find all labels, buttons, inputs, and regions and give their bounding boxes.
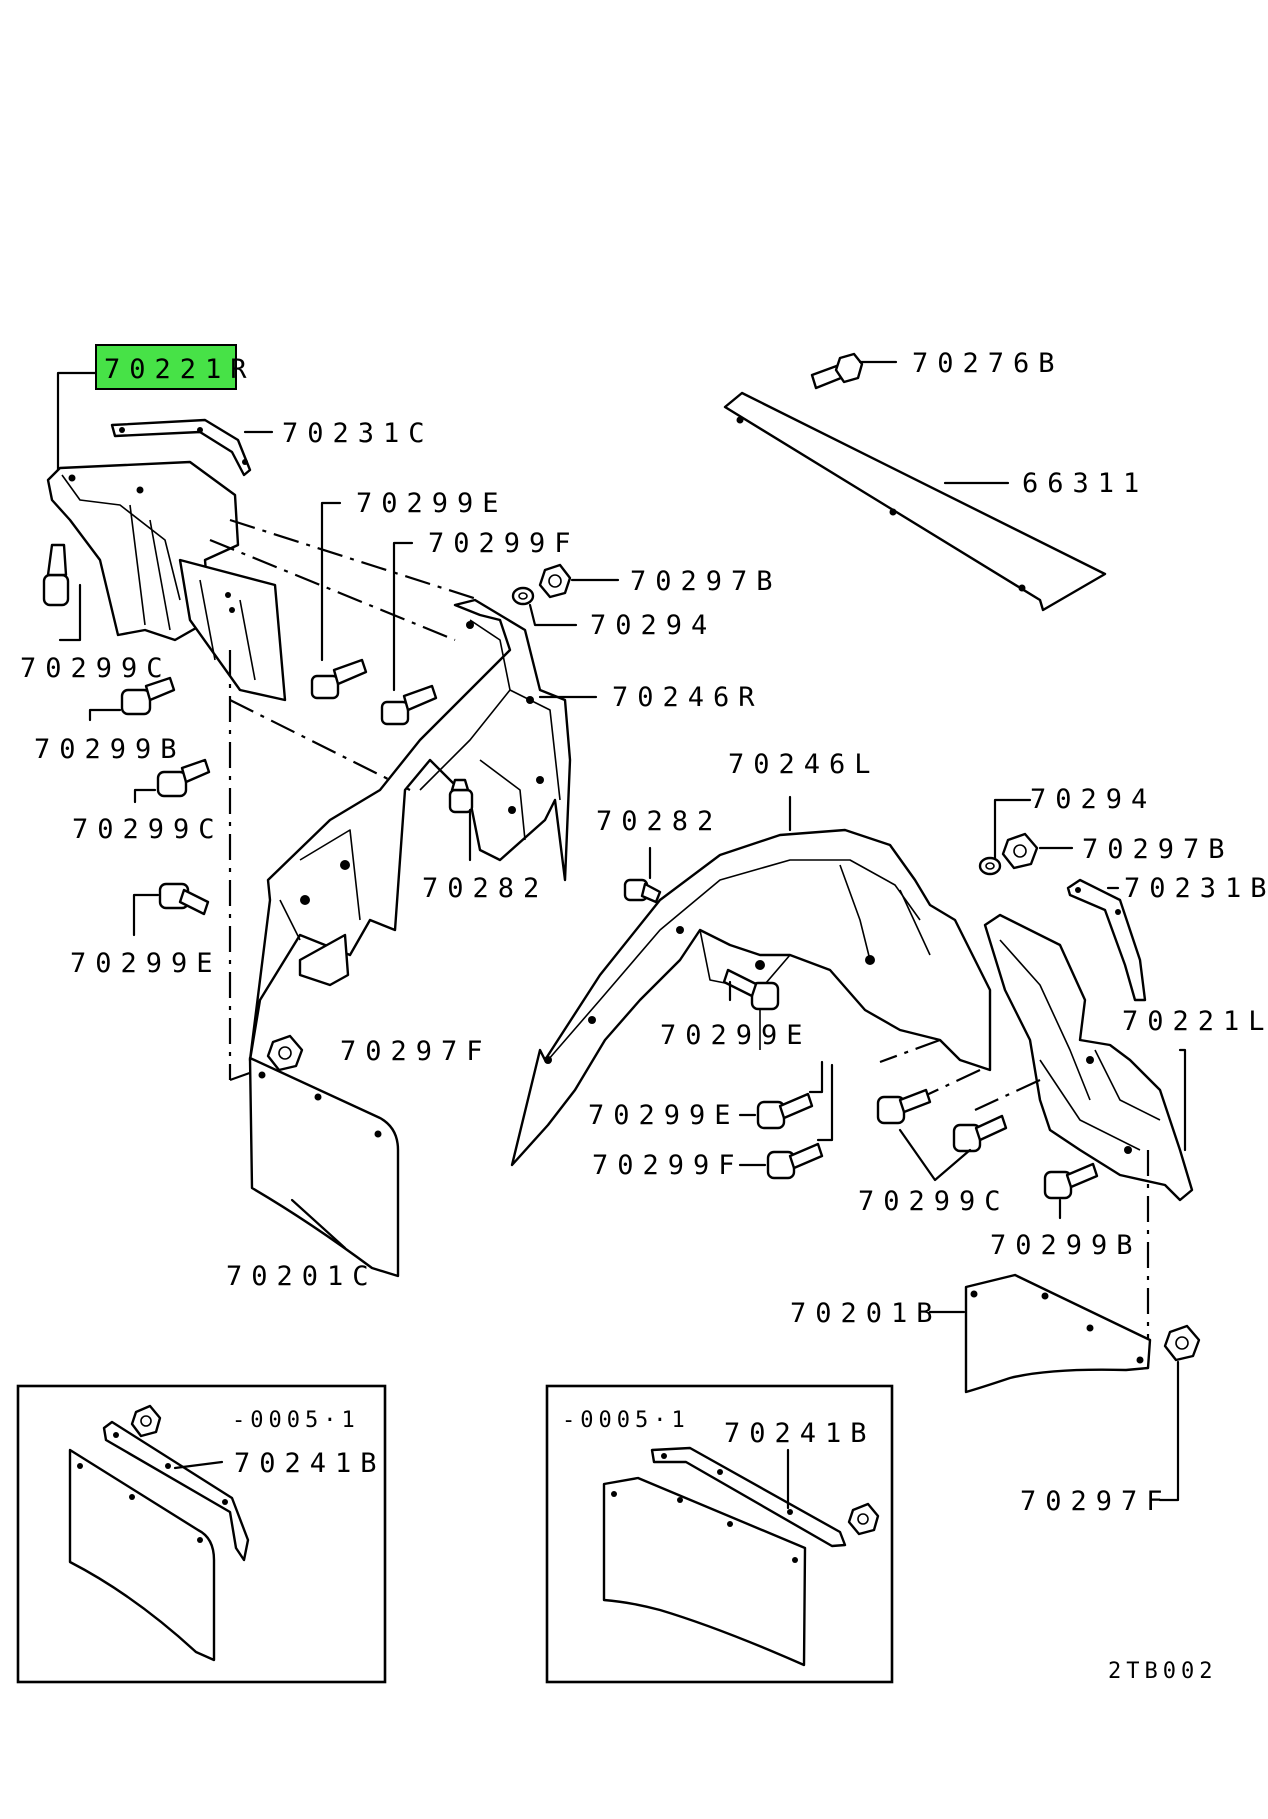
inset-right-mud-flap[interactable] xyxy=(602,1476,807,1667)
mud-flap-70201C[interactable] xyxy=(248,1056,400,1278)
mudguard-left-70221L[interactable] xyxy=(983,913,1194,1202)
nut-70297B-upper[interactable] xyxy=(538,563,572,599)
bracket-70231C[interactable] xyxy=(110,418,252,477)
label-70221L[interactable]: 70221L xyxy=(1122,1006,1268,1037)
label-70282-left[interactable]: 70282 xyxy=(422,873,548,904)
label-70299E-lower[interactable]: 70299E xyxy=(70,948,222,979)
bolt-70299E-right-lower[interactable] xyxy=(756,1092,814,1130)
bolt-70299B-right[interactable] xyxy=(1043,1162,1099,1200)
label-70299B-left[interactable]: 70299B xyxy=(34,734,186,765)
label-70201C[interactable]: 70201C xyxy=(226,1261,378,1292)
strip-66311[interactable] xyxy=(723,391,1107,612)
bolt-70299E-lower[interactable] xyxy=(158,882,210,916)
label-70299C-upper[interactable]: 70299C xyxy=(20,653,172,684)
inset-left-bracket-70241B[interactable] xyxy=(102,1420,250,1562)
bracket-70231B[interactable] xyxy=(1066,878,1147,1002)
label-70299F-right[interactable]: 70299F xyxy=(592,1150,744,1181)
bolt-70299F-upper[interactable] xyxy=(380,684,438,726)
washer-70294-upper[interactable] xyxy=(511,586,535,606)
label-70297F-right[interactable]: 70297F xyxy=(1020,1486,1172,1517)
bolt-70299E-upper[interactable] xyxy=(310,658,368,700)
bracket-plate-left xyxy=(178,558,287,702)
bolt-70276B[interactable] xyxy=(810,352,864,390)
label-66311[interactable]: 66311 xyxy=(1022,468,1148,499)
label-70231B[interactable]: 70231B xyxy=(1124,873,1268,904)
label-70294-upper[interactable]: 70294 xyxy=(590,610,716,641)
label-70299E-right-upper[interactable]: 70299E xyxy=(660,1020,812,1051)
label-70221R[interactable]: 70221R xyxy=(104,354,256,385)
label-70297B-upper[interactable]: 70297B xyxy=(630,566,782,597)
label-70299C-right[interactable]: 70299C xyxy=(858,1186,1010,1217)
label-70299B-right[interactable]: 70299B xyxy=(990,1230,1142,1261)
bolt-70299E-right-upper[interactable] xyxy=(722,968,780,1011)
label-70299C-middle[interactable]: 70299C xyxy=(72,814,224,845)
fender-bracket-70246L[interactable] xyxy=(510,828,992,1167)
inset-left-nut[interactable] xyxy=(130,1404,162,1438)
inset-left-part[interactable]: 70241B xyxy=(234,1448,386,1479)
nut-70297F-right[interactable] xyxy=(1163,1324,1201,1362)
bolt-70282-right[interactable] xyxy=(623,878,662,904)
bolt-70299B-left[interactable] xyxy=(120,676,176,716)
highlight-box-70221R[interactable] xyxy=(95,344,237,390)
inset-right-bracket-70241B[interactable] xyxy=(650,1446,847,1548)
nut-70297B-right[interactable] xyxy=(1001,832,1039,870)
bolt-70282-left[interactable] xyxy=(448,778,474,814)
inset-left-serial: -0005·1 xyxy=(232,1408,360,1433)
diagram-code: 2TB002 xyxy=(1108,1659,1217,1684)
washer-70294-right[interactable] xyxy=(978,856,1002,876)
bolt-70299C-right-b[interactable] xyxy=(952,1114,1008,1153)
mud-flap-70201B[interactable] xyxy=(964,1273,1152,1394)
label-70246R[interactable]: 70246R xyxy=(612,682,764,713)
label-70294-right[interactable]: 70294 xyxy=(1030,784,1156,815)
bolt-70299C-middle[interactable] xyxy=(156,758,211,798)
inset-left: -0005·1 70241B xyxy=(16,1384,387,1684)
label-70299E-upper[interactable]: 70299E xyxy=(356,488,508,519)
label-70299F-upper[interactable]: 70299F xyxy=(428,528,580,559)
inset-left-mud-flap[interactable] xyxy=(68,1448,216,1662)
bolt-70299C-upper[interactable] xyxy=(42,543,70,607)
bolt-70299C-right-a[interactable] xyxy=(876,1088,932,1125)
label-70299E-right-lower[interactable]: 70299E xyxy=(588,1100,740,1131)
label-70276B[interactable]: 70276B xyxy=(912,348,1064,379)
label-70282-right[interactable]: 70282 xyxy=(596,806,722,837)
label-70201B[interactable]: 70201B xyxy=(790,1298,942,1329)
label-70297F-left[interactable]: 70297F xyxy=(340,1036,492,1067)
label-70297B-right[interactable]: 70297B xyxy=(1082,834,1234,865)
label-70246L[interactable]: 70246L xyxy=(728,749,880,780)
fender-bracket-70246R[interactable] xyxy=(248,598,572,1062)
inset-right: -0005·1 70241B xyxy=(545,1384,894,1684)
label-70231C[interactable]: 70231C xyxy=(282,418,434,449)
nut-70297F-left[interactable] xyxy=(266,1034,304,1072)
inset-right-nut[interactable] xyxy=(847,1502,880,1536)
bolt-70299F-right[interactable] xyxy=(766,1142,824,1180)
inset-right-serial: -0005·1 xyxy=(562,1408,690,1433)
inset-right-part[interactable]: 70241B xyxy=(724,1418,876,1449)
